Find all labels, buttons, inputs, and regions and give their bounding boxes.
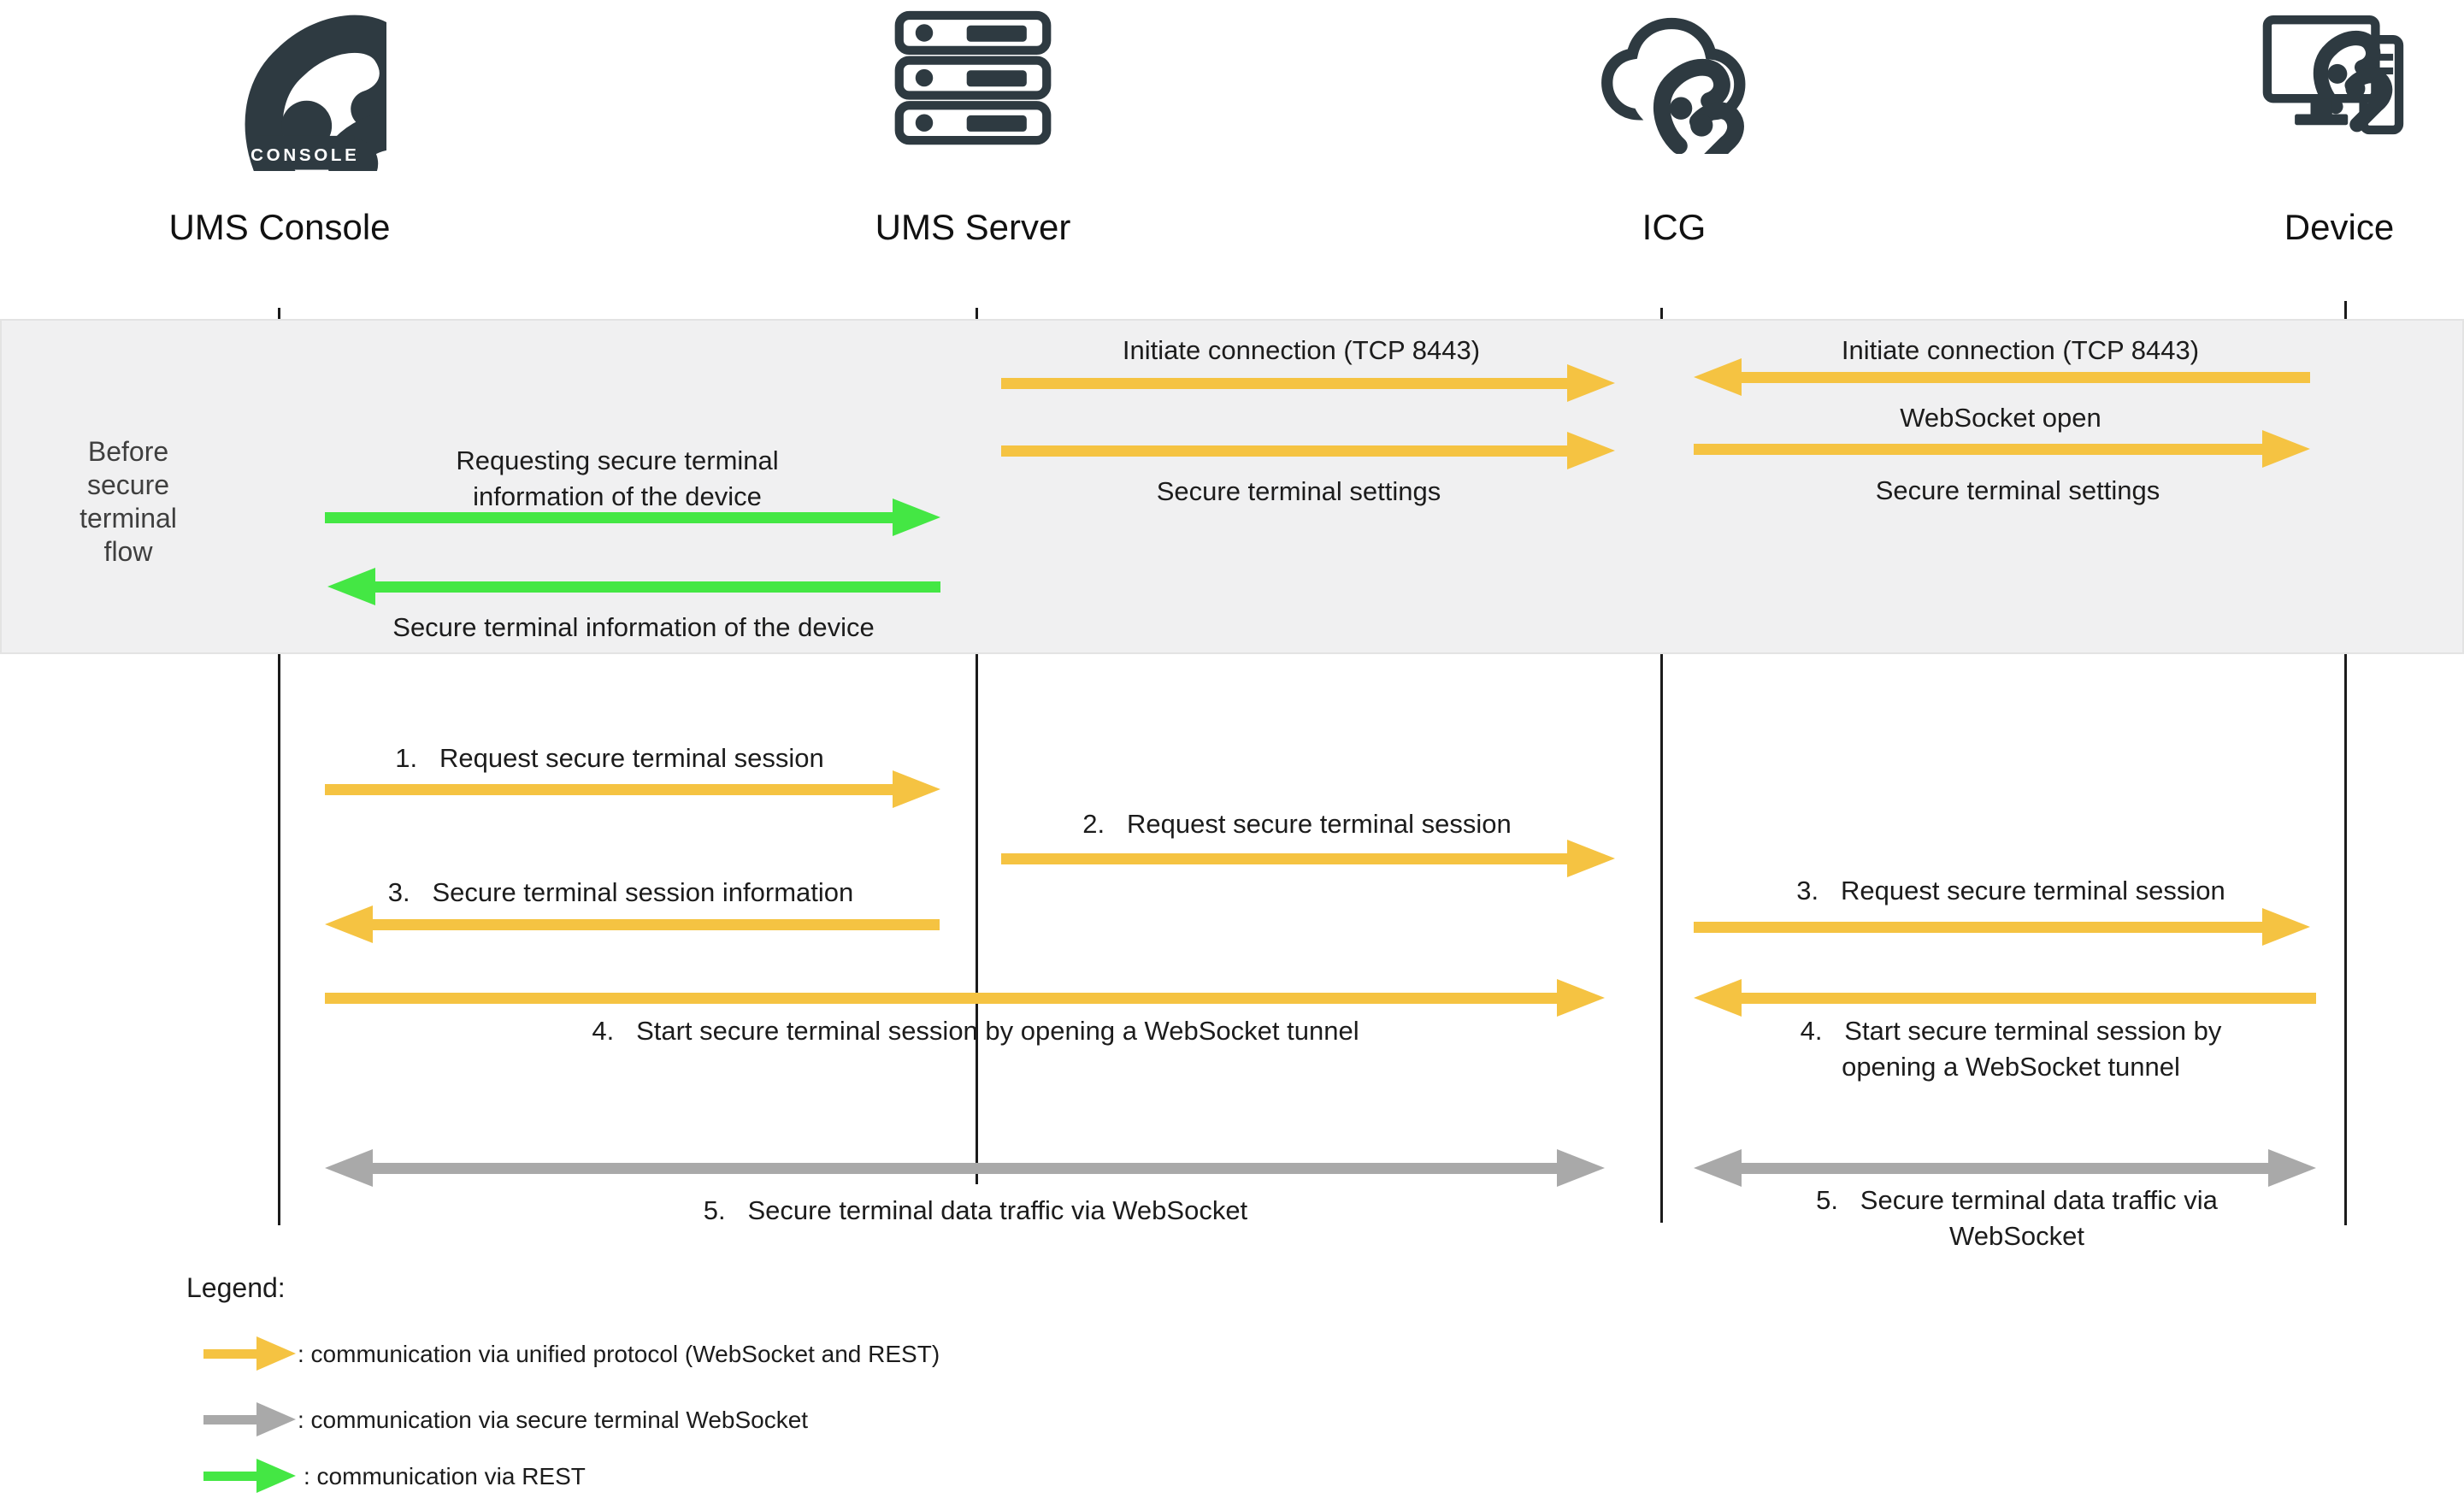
message-step4-left: 4. Start secure terminal session by open… (592, 1016, 1359, 1046)
message-requesting-info: Requesting secure terminal information o… (456, 445, 779, 511)
entity-label-device: Device (2284, 207, 2395, 247)
entity-label-icg: ICG (1642, 207, 1707, 247)
arrow-initiate-connection-mid (1001, 364, 1615, 402)
legend-arrow-secure-terminal-websocket (203, 1402, 296, 1436)
legend-text-unified-protocol: : communication via unified protocol (We… (298, 1341, 940, 1367)
arrow-step4-right (1694, 979, 2316, 1017)
entity-label-ums-console: UMS Console (168, 207, 391, 247)
arrow-step5-left (325, 1149, 1605, 1187)
arrow-step3-left (325, 905, 940, 943)
icg-cloud-icon (1601, 17, 1746, 154)
message-initiate-connection-right: Initiate connection (TCP 8443) (1841, 335, 2200, 365)
message-websocket-open: WebSocket open (1900, 403, 2101, 433)
arrow-initiate-connection-right (1694, 358, 2310, 396)
arrow-step3-right (1694, 908, 2310, 946)
message-step1: 1. Request secure terminal session (395, 743, 824, 773)
message-returned-info: Secure terminal information of the devic… (392, 612, 875, 642)
message-secure-terminal-settings-mid: Secure terminal settings (1156, 476, 1441, 506)
entity-label-ums-server: UMS Server (875, 207, 1071, 247)
phase-band-label: Before secure terminal flow (80, 436, 177, 567)
arrow-step4-left (325, 979, 1605, 1017)
arrow-step2 (1001, 840, 1615, 877)
lifeline-ums-console (278, 308, 280, 1225)
arrow-returned-info (327, 568, 940, 605)
arrow-requesting-info (325, 498, 940, 536)
legend-text-secure-terminal-websocket: : communication via secure terminal WebS… (298, 1407, 809, 1433)
arrow-secure-terminal-settings-mid (1001, 432, 1615, 469)
arrow-step1 (325, 770, 940, 808)
lifeline-icg (1660, 308, 1663, 1223)
lifeline-device (2344, 301, 2347, 1225)
arrow-step5-right (1694, 1149, 2316, 1187)
message-step5-right: 5. Secure terminal data traffic via WebS… (1816, 1185, 2218, 1251)
message-step3-left: 3. Secure terminal session information (387, 877, 854, 907)
message-step4-right: 4. Start secure terminal session by open… (1800, 1016, 2222, 1082)
ums-console-icon: CONSOLE (251, 10, 386, 171)
legend-arrow-unified-protocol (203, 1336, 296, 1371)
device-icon (2262, 15, 2404, 135)
message-initiate-connection-mid: Initiate connection (TCP 8443) (1122, 335, 1481, 365)
ums-server-icon (894, 10, 1052, 145)
lifeline-ums-server (976, 308, 978, 1184)
legend-text-rest: : communication via REST (304, 1463, 586, 1489)
message-step5-left: 5. Secure terminal data traffic via WebS… (703, 1195, 1248, 1225)
arrow-websocket-open (1694, 430, 2310, 468)
legend-title: Legend: (186, 1272, 286, 1303)
legend-arrow-rest (203, 1459, 296, 1493)
message-step3-right: 3. Request secure terminal session (1796, 876, 2225, 905)
message-step2: 2. Request secure terminal session (1082, 809, 1512, 839)
message-secure-terminal-settings-right: Secure terminal settings (1875, 475, 2160, 505)
console-badge-text: CONSOLE (251, 145, 359, 165)
